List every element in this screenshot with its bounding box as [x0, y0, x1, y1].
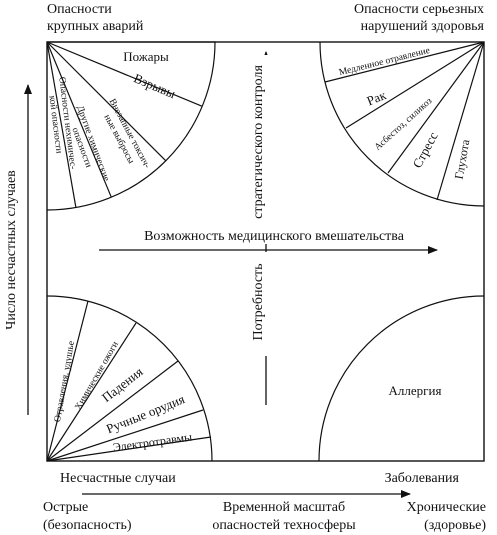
acute-label-line2: (безопасность)	[43, 518, 132, 533]
sector-cancer: Рак	[365, 87, 389, 108]
chronic-label-line1: Хронические	[407, 500, 486, 515]
medical-label-bg	[120, 226, 430, 244]
accident-count-label: Число несчастных случаев	[4, 170, 19, 330]
chronic-label-line2: (здоровье)	[424, 518, 486, 533]
quadrant-allergy-arc	[318, 295, 485, 462]
sector-deafness: Глухота	[452, 138, 473, 181]
title-major-accidents-line2: крупных аварий	[47, 19, 144, 34]
medical-intervention-label: Возможность медицинского вмешательства	[144, 229, 405, 244]
sector-explosions: Взрывы	[132, 70, 179, 101]
need-label: Потребность	[251, 263, 266, 340]
sector-poisoning: Отравления, удушье	[53, 340, 77, 423]
need-label-bg	[250, 252, 276, 356]
strategic-control-label: стратегического контроля	[251, 65, 266, 219]
time-scale-label-line1: Временной масштаб	[223, 500, 345, 515]
sector-allergy: Аллергия	[389, 383, 442, 398]
diseases-label: Заболевания	[385, 471, 460, 486]
title-serious-health-line1: Опасности серьезных	[354, 2, 484, 17]
acute-label-line1: Острые	[43, 500, 88, 515]
quadrant-major-accidents	[46, 41, 216, 211]
title-major-accidents-line1: Опасности	[47, 2, 112, 17]
time-scale-label-line2: опасностей техносферы	[212, 518, 356, 533]
quadrant-accidents	[46, 295, 213, 462]
sector-electrotrauma: Электротравмы	[112, 430, 193, 455]
quadrant-serious-health	[319, 41, 485, 207]
sector-fires: Пожары	[123, 49, 169, 64]
diagram-frame	[46, 41, 485, 462]
strategic-label-bg	[250, 55, 276, 230]
sector-chemical-burns: Химические ожоги	[74, 340, 121, 412]
accidents-label: Несчастные случаи	[60, 471, 176, 486]
title-serious-health-line2: нарушений здоровья	[361, 19, 485, 34]
sector-slow-poisoning: Медленное отравление	[338, 46, 431, 78]
sector-stress: Стресс	[409, 129, 440, 170]
